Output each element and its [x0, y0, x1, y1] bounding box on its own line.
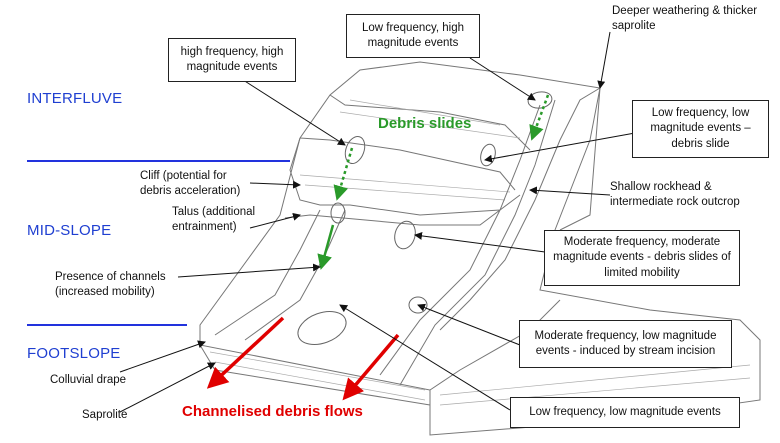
zone-divider-upper	[27, 160, 290, 162]
callout-moderate-moderate: Moderate frequency, moderate magnitude e…	[544, 230, 740, 286]
callout-low-frequency-high-magnitude: Low frequency, high magnitude events	[346, 14, 480, 58]
debris-slide-arrows	[317, 94, 550, 270]
callout-moderate-low: Moderate frequency, low magnitude events…	[519, 320, 732, 368]
label-shallow-rockhead: Shallow rockhead & intermediate rock out…	[610, 181, 740, 209]
label-cliff: Cliff (potential for debris acceleration…	[140, 170, 241, 198]
zone-label-midslope: MID-SLOPE	[27, 222, 112, 239]
callout-low-frequency-debris-slide: Low frequency, low magnitude events – de…	[632, 100, 769, 158]
label-colluvial-drape: Colluvial drape	[50, 374, 127, 386]
label-deeper-weathering: Deeper weathering & thicker saprolite	[612, 5, 758, 33]
zone-label-footslope: FOOTSLOPE	[27, 345, 121, 362]
leader-lines	[119, 31, 636, 413]
callout-high-frequency: high frequency, high magnitude events	[168, 38, 296, 82]
label-saprolite: Saprolite	[82, 409, 128, 421]
label-talus: Talus (additional entrainment)	[172, 206, 256, 234]
callout-low-low: Low frequency, low magnitude events	[510, 397, 740, 428]
label-channels: Presence of channels (increased mobility…	[55, 271, 166, 299]
channelised-debris-flows-label: Channelised debris flows	[182, 403, 363, 420]
debris-flow-arrows	[206, 316, 400, 401]
zone-divider-lower	[27, 324, 187, 326]
channel-lines	[214, 87, 601, 386]
zone-label-interfluve: INTERFLUVE	[27, 90, 123, 107]
debris-slides-label: Debris slides	[378, 115, 472, 132]
